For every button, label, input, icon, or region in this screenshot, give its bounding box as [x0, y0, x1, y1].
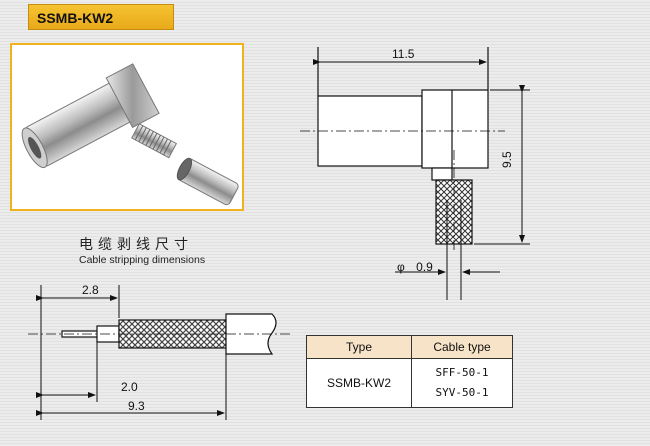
dimension-height: 9.5: [500, 151, 514, 168]
connector-drawing: [300, 47, 530, 300]
product-title: SSMB-KW2: [37, 10, 114, 26]
table-row: SSMB-KW2 SFF-50-1 SYV-50-1: [306, 358, 513, 408]
product-photo: [10, 43, 244, 211]
cable-type-1: SFF-50-1: [435, 366, 489, 379]
product-title-badge: SSMB-KW2: [28, 4, 174, 30]
pin-diameter-label: φ 0.9: [397, 260, 433, 274]
strip-dimension-c: 9.3: [128, 399, 145, 413]
header-type: Type: [306, 335, 412, 359]
dimension-length: 11.5: [392, 47, 415, 61]
cell-type-value: SSMB-KW2: [306, 358, 412, 408]
pin-diameter-value: 0.9: [416, 260, 433, 274]
cable-type-table: Type Cable type SSMB-KW2 SFF-50-1 SYV-50…: [306, 335, 513, 408]
strip-dimension-b: 2.0: [121, 380, 138, 394]
stripping-caption-chinese: 电缆剥线尺寸: [79, 237, 193, 253]
header-cable-type: Cable type: [411, 335, 513, 359]
diameter-symbol: φ: [397, 260, 405, 274]
cable-type-2: SYV-50-1: [435, 386, 489, 399]
stripping-drawing: [28, 285, 290, 420]
cell-cable-values: SFF-50-1 SYV-50-1: [411, 358, 513, 408]
table-header-row: Type Cable type: [306, 335, 513, 359]
connector-photo-illustration: [21, 63, 239, 206]
strip-dimension-a: 2.8: [82, 283, 99, 297]
stripping-caption-english: Cable stripping dimensions: [79, 254, 206, 266]
